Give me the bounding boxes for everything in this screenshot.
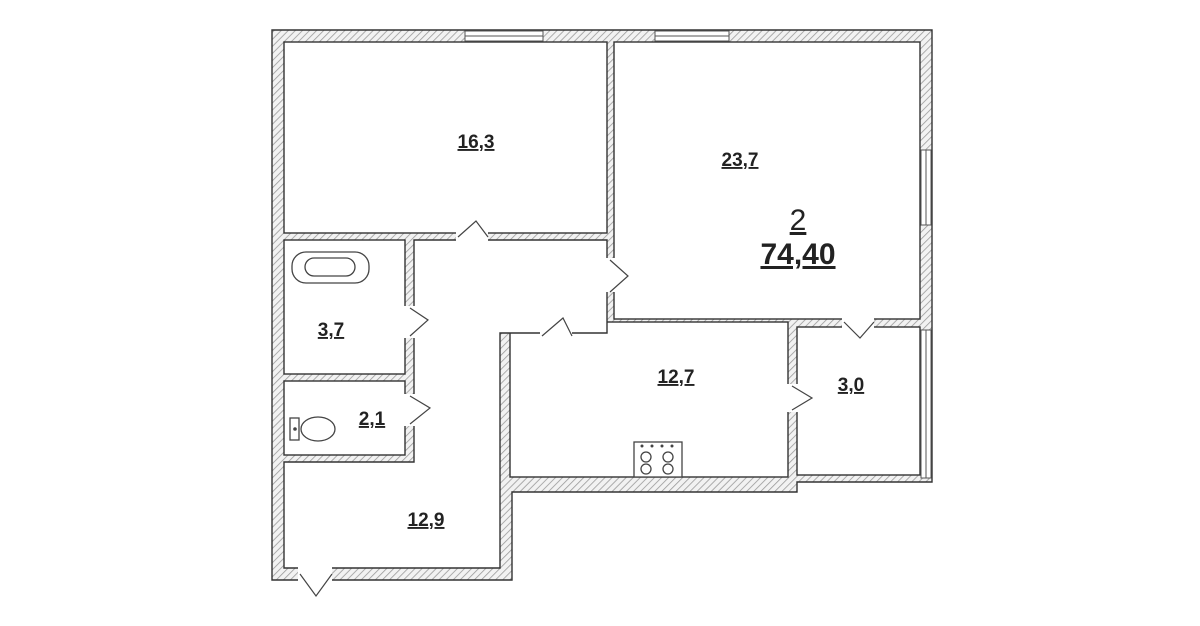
bathtub-icon bbox=[291, 251, 370, 284]
room-bathroom-area: 3,7 bbox=[318, 320, 344, 341]
room-loggia-area: 3,0 bbox=[838, 375, 864, 396]
door-loggia-kitchen bbox=[786, 384, 814, 412]
door-living bbox=[605, 258, 629, 293]
room-living-area: 23,7 bbox=[722, 150, 759, 171]
stove-icon bbox=[633, 441, 683, 478]
door-toilet bbox=[404, 394, 432, 426]
room-toilet-shape bbox=[283, 380, 406, 456]
room-living-shape bbox=[613, 41, 921, 320]
toilet-icon bbox=[289, 416, 336, 442]
rooms-count: 2 bbox=[790, 204, 807, 237]
room-hallway-area: 12,9 bbox=[408, 510, 445, 531]
door-kitchen bbox=[540, 317, 573, 343]
room-bedroom-area: 16,3 bbox=[458, 132, 495, 153]
room-kitchen-area: 12,7 bbox=[658, 367, 695, 388]
room-toilet-area: 2,1 bbox=[359, 409, 386, 430]
door-bathroom bbox=[404, 306, 429, 338]
door-bedroom bbox=[456, 220, 489, 242]
door-loggia-living bbox=[842, 317, 875, 339]
total-area: 74,40 bbox=[760, 238, 835, 271]
door-entrance bbox=[298, 567, 333, 598]
room-loggia-shape bbox=[796, 326, 921, 476]
room-bedroom-shape bbox=[283, 41, 608, 234]
